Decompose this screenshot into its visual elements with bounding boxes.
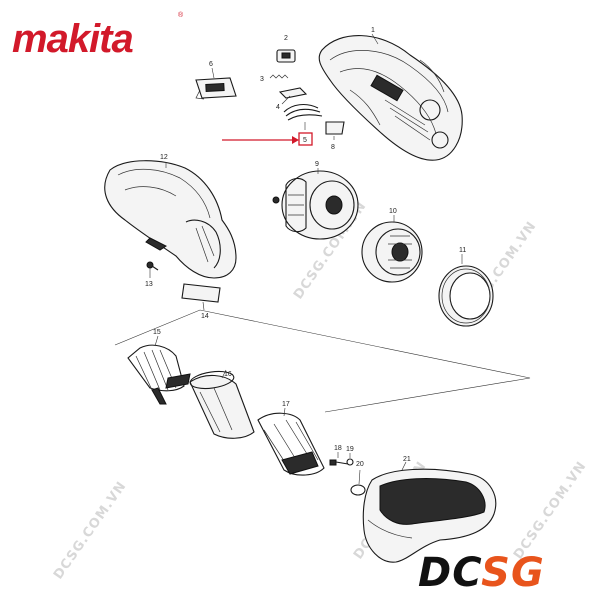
part-19-washer: 19 <box>346 446 354 466</box>
part-14-label: 14 <box>181 283 221 320</box>
part-number-5: 5 <box>303 137 307 144</box>
part-8-pad: 8 <box>325 121 345 151</box>
part-number-12: 12 <box>160 154 168 161</box>
part-4-lever: 4 <box>276 87 308 111</box>
part-18-bolt: 18 <box>329 445 349 466</box>
part-number-9: 9 <box>315 161 319 168</box>
part-number-6: 6 <box>209 61 213 68</box>
makita-logo: makita ® <box>12 11 184 61</box>
watermarks: DCSG.COM.VN DCSG.COM.VN DCSG.COM.VN DCSG… <box>51 199 590 583</box>
part-1-housing: 1 <box>318 27 463 161</box>
part-number-14: 14 <box>201 313 209 320</box>
part-10-fan-cover: 10 <box>361 208 423 283</box>
watermark-3: DCSG.COM.VN <box>51 479 130 583</box>
part-number-13: 13 <box>145 281 153 288</box>
part-number-19: 19 <box>346 446 354 453</box>
part-number-16: 16 <box>224 371 232 378</box>
dcsg-logo-dark-part: DC <box>418 550 481 596</box>
part-number-18: 18 <box>334 445 342 452</box>
dcsg-logo-accent-part: SG <box>481 550 545 596</box>
part-2-switch: 2 <box>276 35 296 63</box>
part-number-11: 11 <box>459 247 466 254</box>
part-number-20: 20 <box>356 461 364 468</box>
part-20-clip: 20 <box>350 461 366 496</box>
assembly-frame <box>114 309 531 413</box>
part-17-prefilter: 17 <box>257 401 325 476</box>
part-number-2: 2 <box>284 35 288 42</box>
part-number-15: 15 <box>153 329 161 336</box>
watermark-5: DCSG.COM.VN <box>511 459 590 563</box>
part-number-17: 17 <box>282 401 290 408</box>
part-number-10: 10 <box>389 208 397 215</box>
dcsg-logo-text: DCSG <box>418 550 545 596</box>
part-21-dust-case: 21 <box>362 456 497 563</box>
part-12-handle: 12 <box>104 154 237 279</box>
part-9-motor: 9 <box>272 161 359 240</box>
makita-logo-text: makita <box>12 17 133 61</box>
part-13-screw: 13 <box>145 261 159 288</box>
part-number-4: 4 <box>276 104 280 111</box>
part-number-3: 3 <box>260 76 264 83</box>
part-11-ring: 11 <box>438 247 494 327</box>
part-3-spring: 3 <box>260 74 289 83</box>
dcsg-logo: DCSG <box>418 550 545 596</box>
part-5-wire-harness: 5 <box>222 103 323 146</box>
part-16-paper-filter: 16 <box>189 369 255 439</box>
part-number-1: 1 <box>371 27 375 34</box>
part-number-8: 8 <box>331 144 335 151</box>
part-6-switch-plate: 6 <box>195 61 237 100</box>
part-15-filter-cage: 15 <box>127 329 191 405</box>
registered-mark: ® <box>178 11 184 19</box>
highlight-box <box>298 132 313 146</box>
part-number-21: 21 <box>403 456 411 463</box>
highlight-arrow-head <box>292 136 299 144</box>
